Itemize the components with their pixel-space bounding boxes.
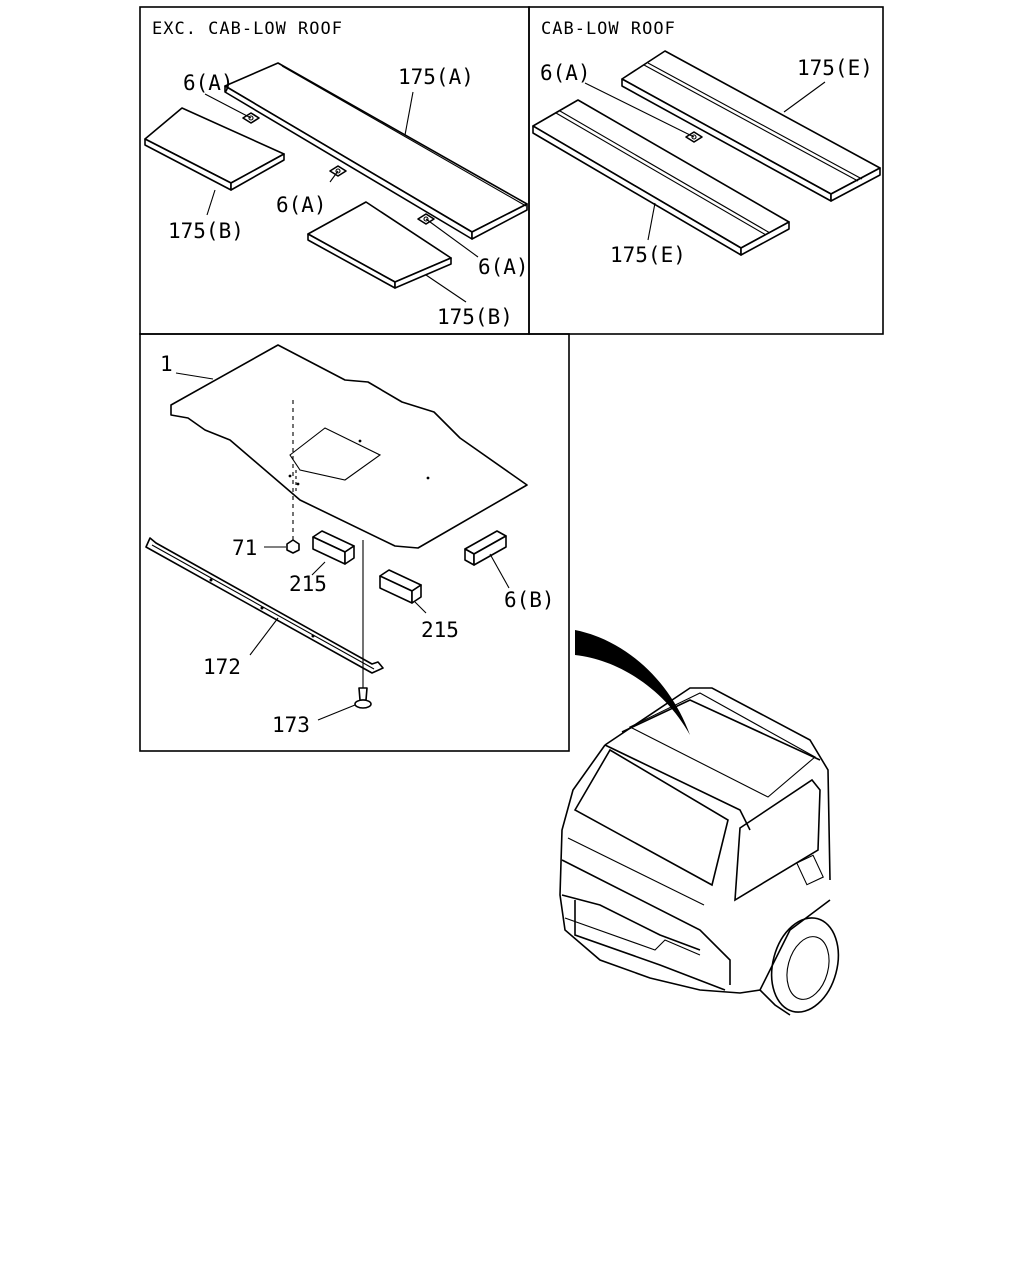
part-175b-pad-left xyxy=(144,107,285,191)
part-175e-pad-front xyxy=(532,99,790,256)
part-71-clip xyxy=(286,539,300,554)
part-1-floor-mat xyxy=(170,344,528,549)
panel-header-exc-cab-low-roof: EXC. CAB-LOW ROOF xyxy=(152,19,343,39)
label-175a: 175(A) xyxy=(398,65,474,89)
part-215-block-b xyxy=(379,569,422,604)
part-6b-block xyxy=(464,530,507,566)
label-175e-front: 175(E) xyxy=(610,243,686,267)
label-6a-right: 6(A) xyxy=(478,255,529,279)
label-172: 172 xyxy=(203,655,241,679)
panel-header-cab-low-roof: CAB-LOW ROOF xyxy=(541,19,676,39)
label-6a-cab: 6(A) xyxy=(540,61,591,85)
label-1: 1 xyxy=(160,352,173,376)
label-6a-middle: 6(A) xyxy=(276,193,327,217)
label-6b: 6(B) xyxy=(504,588,555,612)
label-71: 71 xyxy=(232,536,257,560)
part-173-screw xyxy=(354,687,372,709)
label-215-b: 215 xyxy=(421,618,459,642)
panel-cab-low-roof xyxy=(528,6,884,335)
panel-floor-parts xyxy=(139,333,570,752)
part-215-block-a xyxy=(312,530,355,565)
label-173: 173 xyxy=(272,713,310,737)
label-175b-right: 175(B) xyxy=(437,305,513,329)
location-arrow xyxy=(575,630,690,735)
label-6a-top: 6(A) xyxy=(183,71,234,95)
part-172-trim-strip xyxy=(145,537,384,674)
part-175a-long-pad xyxy=(224,62,528,240)
truck-cab-illustration xyxy=(559,687,840,1016)
label-175e-back: 175(E) xyxy=(797,56,873,80)
part-175e-pad-back xyxy=(621,50,881,202)
label-175b-left: 175(B) xyxy=(168,219,244,243)
label-215-a: 215 xyxy=(289,572,327,596)
part-175b-pad-right xyxy=(307,201,452,289)
